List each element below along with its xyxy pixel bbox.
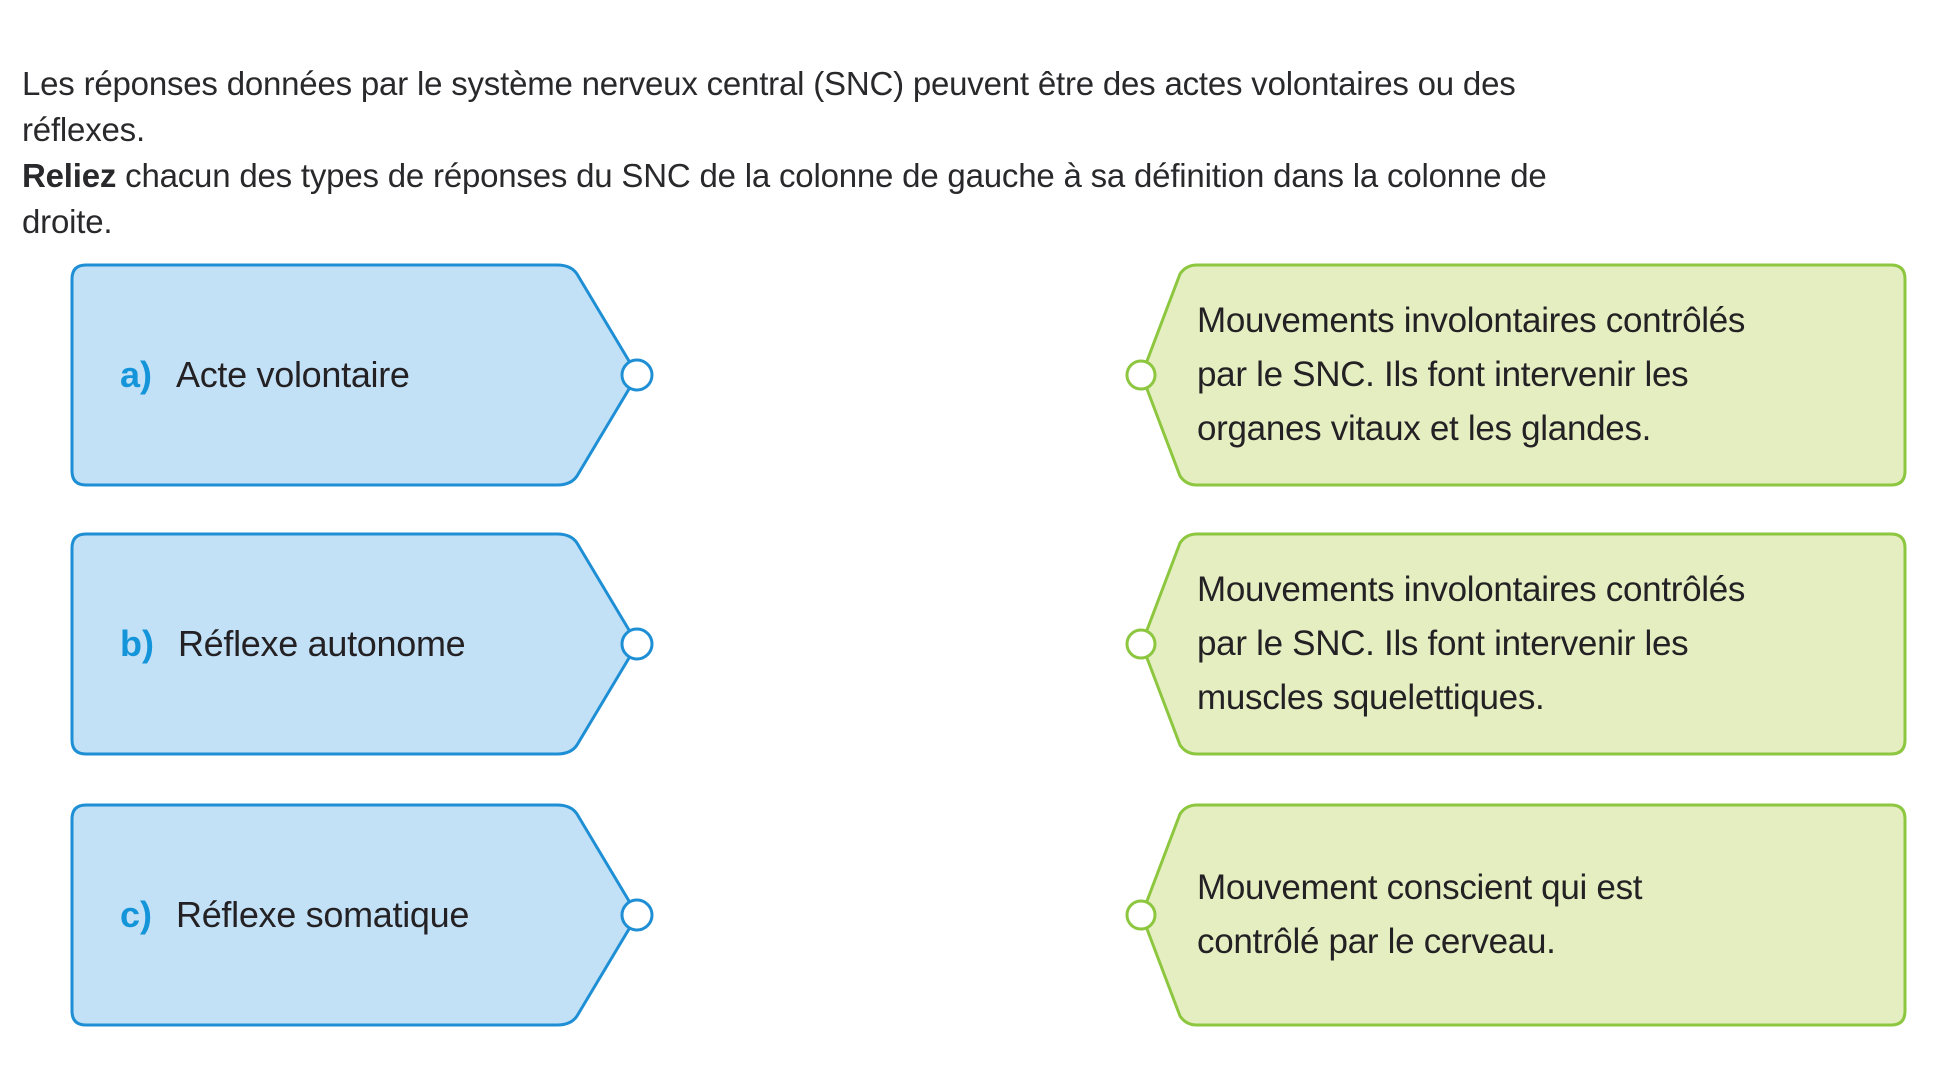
term-connector-b[interactable] <box>620 627 654 661</box>
instructions-line2: chacun des types de réponses du SNC de l… <box>22 157 1547 240</box>
term-connector-c[interactable] <box>620 898 654 932</box>
term-shape-a[interactable] <box>70 263 635 487</box>
instructions-line1: Les réponses données par le système nerv… <box>22 65 1516 148</box>
instructions: Les réponses données par le système nerv… <box>22 61 1582 245</box>
term-shape-b[interactable] <box>70 532 635 756</box>
definition-connector-1[interactable] <box>1125 359 1157 391</box>
definition-connector-3[interactable] <box>1125 899 1157 931</box>
term-connector-a[interactable] <box>620 358 654 392</box>
definition-shape-1[interactable] <box>1142 263 1907 487</box>
definition-shape-3[interactable] <box>1142 803 1907 1027</box>
definition-shape-2[interactable] <box>1142 532 1907 756</box>
term-shape-c[interactable] <box>70 803 635 1027</box>
definition-connector-2[interactable] <box>1125 628 1157 660</box>
instructions-verb: Reliez <box>22 157 117 194</box>
